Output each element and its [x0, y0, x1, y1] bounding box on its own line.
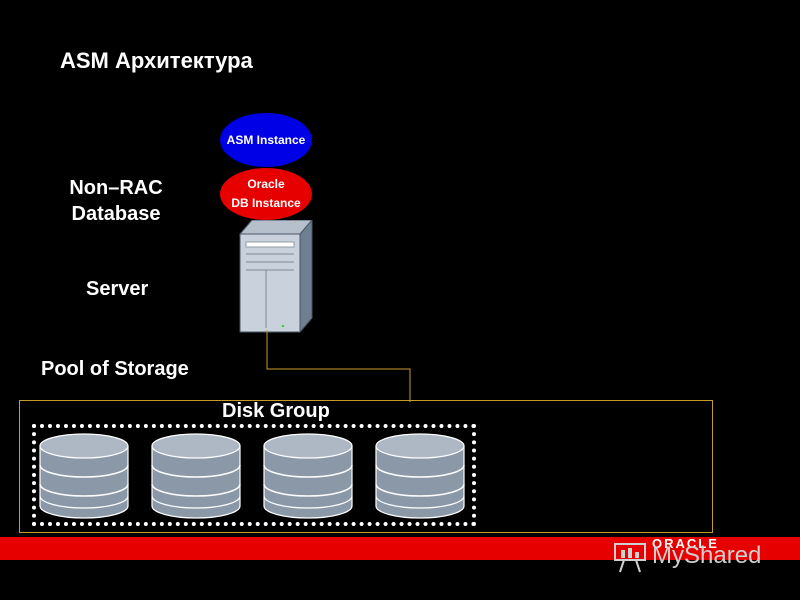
non-rac-line1: Non–RAC: [69, 177, 163, 199]
projector-leg-right: [635, 559, 641, 573]
oracle-brand-text: ORACLE: [652, 536, 719, 551]
pool-of-storage-box: [19, 400, 713, 533]
disk-1-icon: [39, 433, 129, 519]
projector-bar-3: [635, 552, 639, 558]
server-front-face: [239, 233, 301, 333]
oracle-db-instance-ellipse: Oracle DB Instance: [220, 168, 312, 220]
pool-of-storage-label: Pool of Storage: [41, 358, 189, 380]
disk-4-icon: [375, 433, 465, 519]
server-tower-icon: [238, 220, 313, 334]
projector-bar-2: [628, 548, 632, 558]
asm-instance-label: ASM Instance: [226, 132, 306, 147]
footer-bar: [0, 537, 800, 560]
server-top-face: [238, 220, 313, 235]
projector-leg-left: [619, 559, 625, 573]
projector-screen: [614, 543, 646, 561]
db-instance-line1: Oracle: [247, 177, 285, 191]
non-rac-database-label: Non–RAC Database: [48, 175, 184, 227]
connector-line: [266, 330, 411, 402]
server-drive-bay-1: [245, 241, 295, 248]
disk-array: [39, 433, 465, 519]
disk-2-icon: [151, 433, 241, 519]
disk-3-icon: [263, 433, 353, 519]
non-rac-line2: Database: [71, 203, 161, 225]
server-to-storage-connector: [266, 330, 411, 402]
projector-icon: [614, 543, 646, 573]
server-label: Server: [86, 278, 149, 300]
disk-group-label: Disk Group: [222, 400, 330, 422]
server-side-face: [299, 220, 313, 334]
watermark-text: MyShared: [652, 542, 762, 569]
disk-group-box: [32, 424, 476, 526]
slide-title: ASM Архитектура: [60, 48, 253, 73]
asm-instance-ellipse: ASM Instance: [220, 113, 312, 167]
projector-bar-1: [621, 550, 625, 558]
server-power-led: [281, 324, 285, 328]
db-instance-line2: DB Instance: [231, 196, 301, 210]
